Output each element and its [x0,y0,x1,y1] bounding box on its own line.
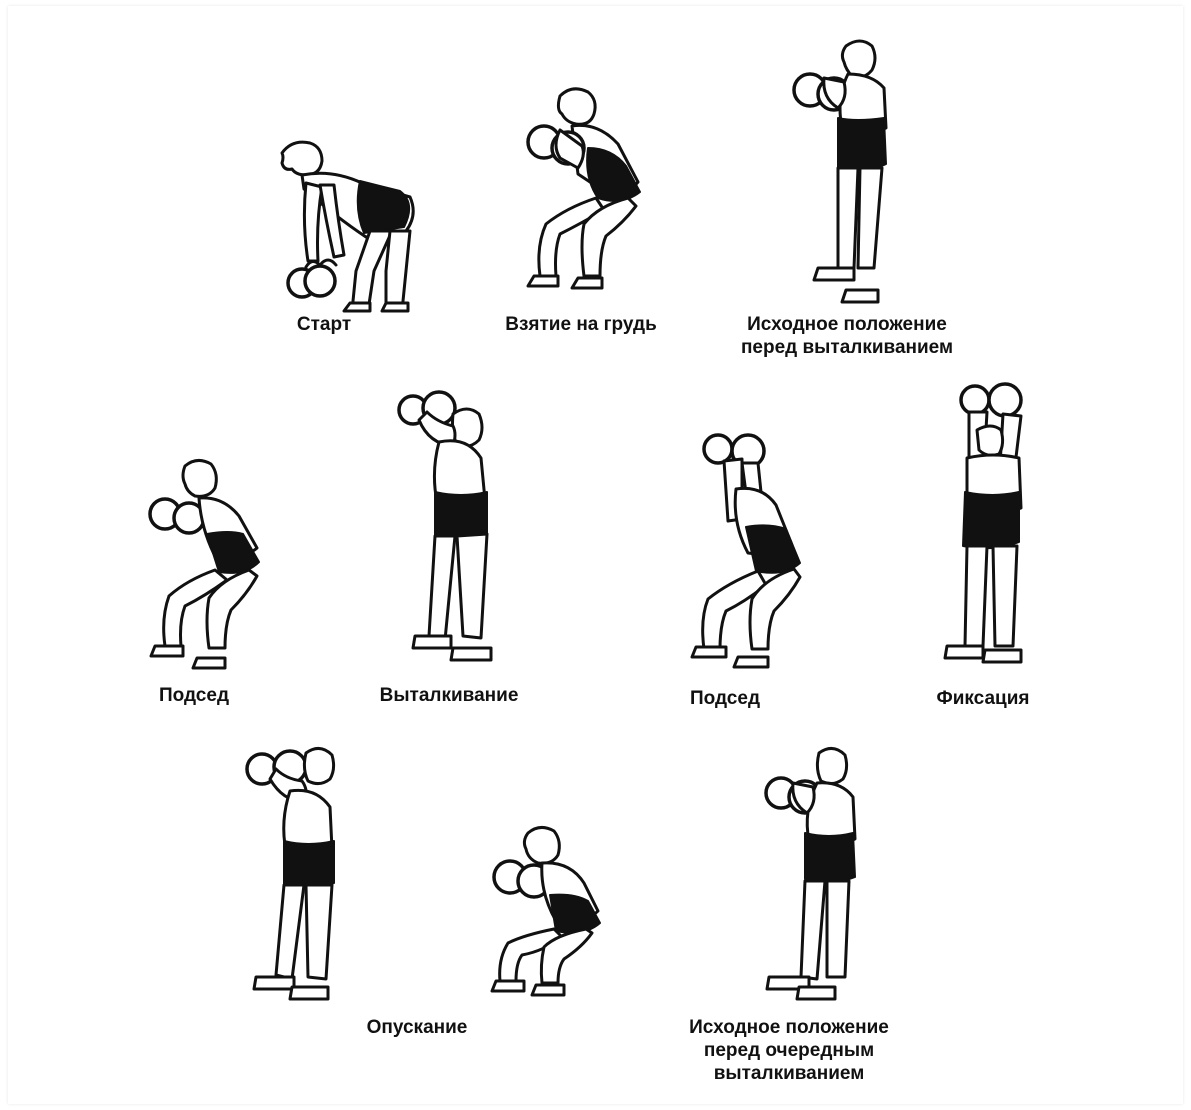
figure-push [395,392,505,672]
figure-lowering [240,745,355,1010]
figure-clean [512,86,652,301]
figure-rack1 [788,38,903,303]
figure-squat-catch [480,825,610,1010]
caption-rack1: Исходное положение перед выталкиванием [741,313,953,359]
figure-rack2 [755,745,870,1010]
caption-start: Старт [297,313,351,336]
caption-lockout: Фиксация [937,687,1030,710]
caption-push: Выталкивание [380,684,519,707]
caption-clean: Взятие на грудь [505,313,657,336]
caption-dip1: Подсед [159,684,229,707]
figure-dip2 [690,433,815,676]
caption-dip2: Подсед [690,687,760,710]
caption-lowering: Опускание [367,1016,468,1039]
figure-dip1 [145,458,270,676]
caption-rack2: Исходное положение перед очередным вытал… [689,1016,889,1085]
figure-start [240,135,420,310]
figure-lockout [945,382,1040,672]
